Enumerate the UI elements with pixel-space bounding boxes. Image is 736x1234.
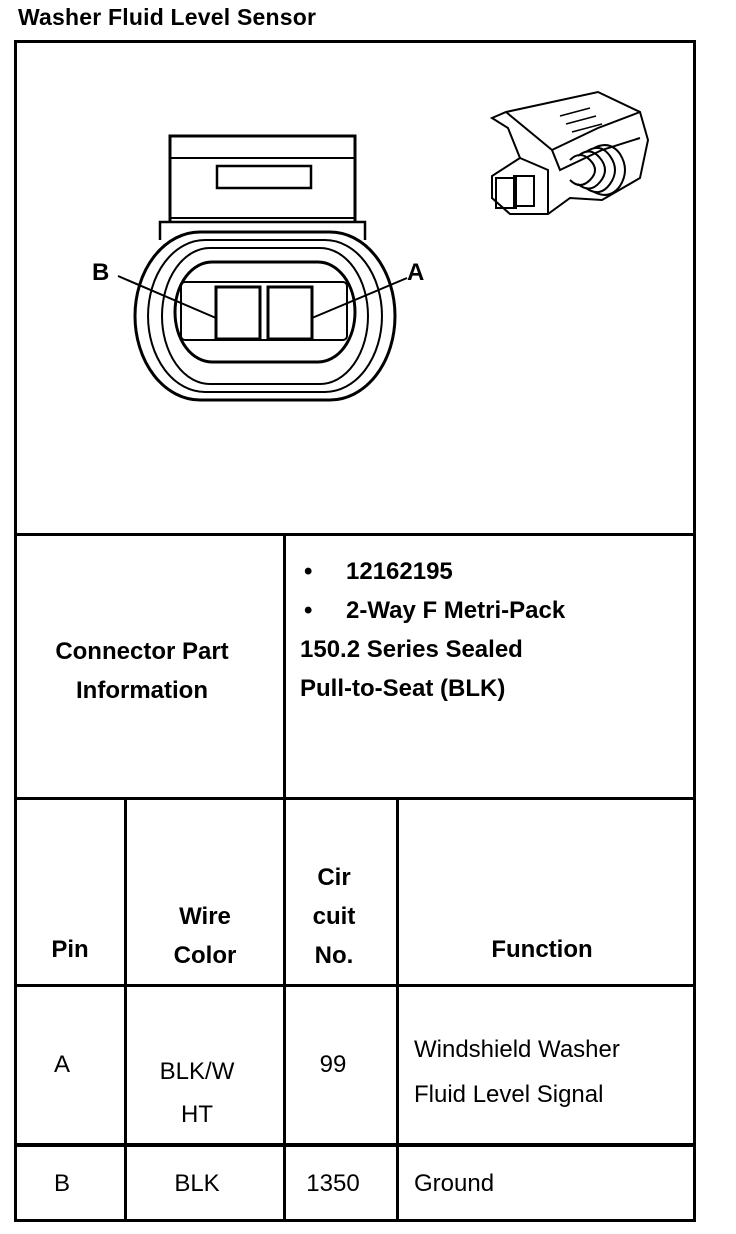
header-circuit-number: Cir cuit No. bbox=[286, 858, 382, 975]
list-item: •2-Way F Metri-Pack bbox=[300, 591, 565, 630]
header-function: Function bbox=[491, 936, 593, 963]
connector-type: 2-Way F Metri-Pack bbox=[346, 597, 566, 624]
cell-circuit: 1350 bbox=[306, 1170, 360, 1197]
cell-circuit: 99 bbox=[319, 1051, 347, 1078]
connector-table-frame bbox=[14, 40, 696, 1220]
connector-info-label-line: Connector Part bbox=[55, 638, 229, 665]
page-title: Washer Fluid Level Sensor bbox=[18, 4, 317, 30]
connector-seat: Pull-to-Seat (BLK) bbox=[300, 675, 506, 702]
divider bbox=[14, 1219, 696, 1222]
header-line: No. bbox=[314, 942, 354, 969]
connector-info-label: Connector Part Information bbox=[30, 632, 254, 710]
list-item: •12162195 bbox=[300, 552, 565, 591]
cell-line: HT bbox=[181, 1101, 213, 1128]
cell-function: Windshield Washer Fluid Level Signal bbox=[414, 1027, 694, 1117]
divider bbox=[14, 533, 696, 536]
cell-pin: A bbox=[53, 1051, 70, 1078]
connector-isometric-icon bbox=[489, 90, 650, 215]
pin-label-b: B bbox=[92, 259, 109, 286]
connector-info-details: •12162195 •2-Way F Metri-Pack 150.2 Seri… bbox=[300, 552, 565, 708]
divider bbox=[283, 533, 286, 1222]
cell-wire-color: BLK/W HT bbox=[127, 1050, 267, 1136]
cell-function: Ground bbox=[414, 1170, 495, 1197]
divider bbox=[14, 1143, 696, 1147]
header-line: Color bbox=[173, 942, 237, 969]
divider bbox=[14, 984, 696, 987]
header-line: Cir bbox=[317, 864, 351, 891]
connector-info-label-line: Information bbox=[76, 677, 208, 704]
cell-pin: B bbox=[53, 1170, 70, 1197]
divider bbox=[14, 797, 696, 800]
divider bbox=[124, 797, 127, 1222]
header-line: cuit bbox=[312, 903, 356, 930]
header-pin: Pin bbox=[51, 936, 89, 963]
divider bbox=[396, 797, 399, 1222]
cell-line: Fluid Level Signal bbox=[414, 1081, 604, 1108]
part-number: 12162195 bbox=[346, 558, 453, 585]
pin-label-a: A bbox=[407, 259, 424, 286]
connector-face-diagram: B A bbox=[92, 90, 650, 402]
cell-wire-color: BLK bbox=[174, 1170, 220, 1197]
cell-line: BLK/W bbox=[159, 1058, 235, 1085]
cell-line: Windshield Washer bbox=[414, 1036, 620, 1063]
header-wire-color: Wire Color bbox=[127, 897, 283, 975]
connector-series: 150.2 Series Sealed bbox=[300, 636, 523, 663]
header-line: Wire bbox=[179, 903, 231, 930]
